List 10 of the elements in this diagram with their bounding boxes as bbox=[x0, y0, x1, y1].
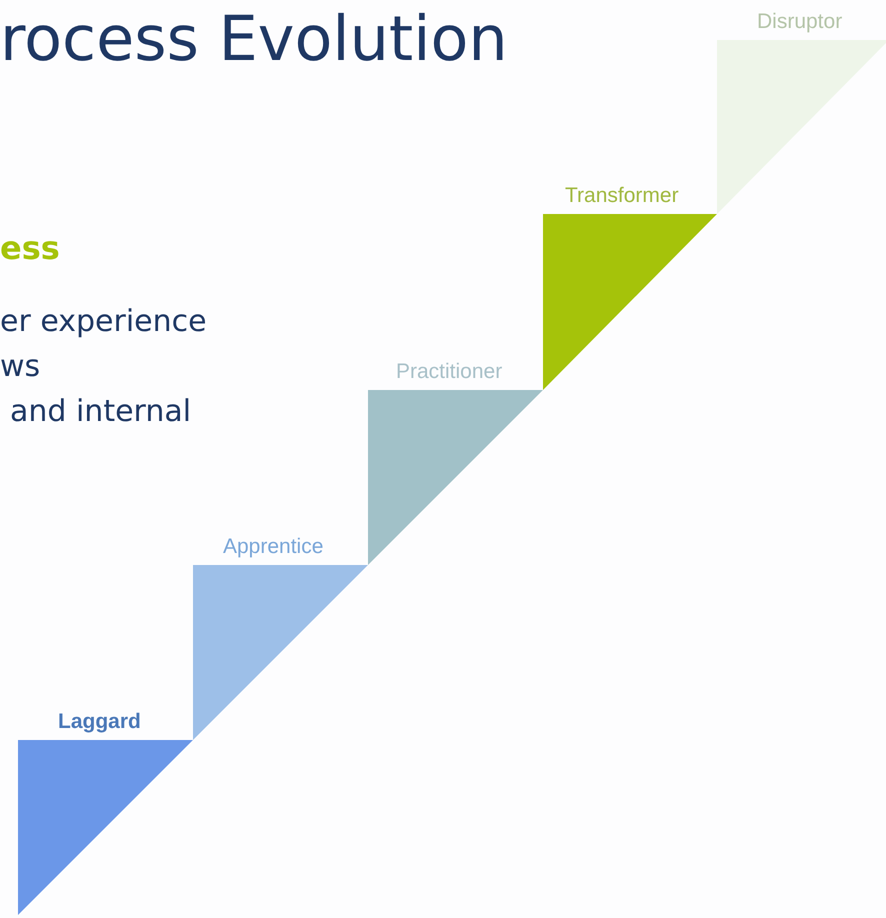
slide-title: rocess Evolution bbox=[0, 8, 508, 70]
bullet-text: er experience bbox=[0, 305, 207, 340]
bullet-text: ws bbox=[0, 350, 40, 384]
step-label: Practitioner bbox=[396, 360, 502, 384]
step-label: Apprentice bbox=[223, 535, 324, 559]
step-label: Disruptor bbox=[757, 10, 842, 34]
step-label: Laggard bbox=[58, 710, 141, 734]
section-heading: ess bbox=[0, 230, 60, 267]
step-label: Transformer bbox=[565, 184, 679, 208]
bullet-text: and internal bbox=[10, 395, 192, 430]
